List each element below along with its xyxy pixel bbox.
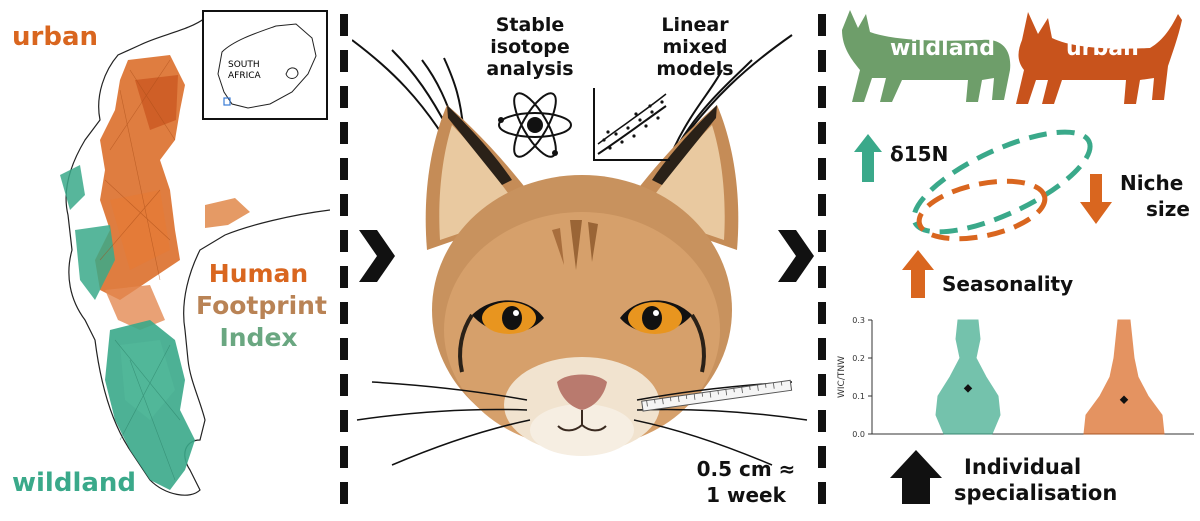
inset-map: SOUTH AFRICA xyxy=(202,10,328,120)
scale-note: 0.5 cm ≈ 1 week xyxy=(696,456,796,508)
results-panel: wildland urban δ15N Niche size Seasonali… xyxy=(832,0,1200,521)
method2-line-1: Linear xyxy=(661,14,729,36)
scale-line-2: 1 week xyxy=(706,483,786,507)
cape-map xyxy=(60,17,330,496)
spec-line-1: Individual xyxy=(964,455,1082,479)
method1-line-3: analysis xyxy=(486,58,574,80)
hfi-line-2: Footprint xyxy=(196,291,327,320)
results-graphics xyxy=(842,10,1182,504)
spec-line-2: specialisation xyxy=(954,481,1118,505)
urban-cat-silhouette xyxy=(1016,12,1182,104)
niche-line-2: size xyxy=(1146,197,1190,221)
south-africa-outline xyxy=(217,23,317,109)
hfi-line-1: Human xyxy=(208,259,309,288)
inset-label-line-1: SOUTH xyxy=(228,60,260,70)
method-stable-isotope: Stable isotope analysis xyxy=(470,14,590,80)
method-linear-mixed-models: Linear mixed models xyxy=(640,14,750,80)
inset-label: SOUTH AFRICA xyxy=(228,60,261,82)
y-tick-label: 0.2 xyxy=(852,354,865,363)
seasonality-label: Seasonality xyxy=(942,272,1074,296)
urban-cat-label: urban xyxy=(1066,36,1139,61)
arrow-up-icon xyxy=(854,134,882,182)
scale-line-1: 0.5 cm ≈ xyxy=(696,457,796,481)
y-tick-label: 0.0 xyxy=(852,430,865,439)
specialisation-label: Individual specialisation xyxy=(954,454,1117,506)
chevron-right-icon xyxy=(359,230,395,282)
separator-left xyxy=(340,14,350,518)
wildland-niche-ellipse xyxy=(911,129,1093,235)
niche-size-label: Niche size xyxy=(1120,170,1190,222)
regression-plot-icon xyxy=(593,88,670,161)
y-axis-label: WIC/TNW xyxy=(837,356,847,398)
caracal-face-illustration xyxy=(352,34,808,466)
wildland-map-label: wildland xyxy=(12,468,137,498)
arrow-up-icon xyxy=(890,450,942,504)
map-panel: urban wildland Human Footprint Index SOU… xyxy=(0,0,330,521)
wildland-cat-silhouette xyxy=(842,10,1011,102)
method1-line-2: isotope xyxy=(490,36,570,58)
inset-label-line-2: AFRICA xyxy=(228,71,261,81)
d15n-label: δ15N xyxy=(890,142,949,166)
arrow-up-icon xyxy=(902,250,934,298)
niche-line-1: Niche xyxy=(1120,171,1184,195)
chevron-right-icon xyxy=(778,230,814,282)
hfi-title: Human Footprint Index xyxy=(196,258,327,354)
method1-line-1: Stable xyxy=(495,14,565,36)
caracal-panel: Stable isotope analysis Linear mixed mod… xyxy=(352,0,812,521)
y-tick-label: 0.3 xyxy=(852,316,865,325)
y-tick-label: 0.1 xyxy=(852,392,865,401)
urban-map-label: urban xyxy=(12,22,98,52)
atom-icon xyxy=(498,92,572,158)
ruler-icon xyxy=(641,379,793,412)
method2-line-2: mixed xyxy=(662,36,728,58)
study-area-box xyxy=(223,97,231,106)
hfi-line-3: Index xyxy=(219,323,298,352)
urban-violin xyxy=(1083,319,1165,435)
arrow-down-icon xyxy=(1080,174,1112,224)
wildland-cat-label: wildland xyxy=(890,36,995,61)
separator-right xyxy=(818,14,828,518)
method2-line-3: models xyxy=(656,58,734,80)
urban-niche-ellipse xyxy=(916,178,1048,242)
wildland-violin xyxy=(935,319,1001,435)
